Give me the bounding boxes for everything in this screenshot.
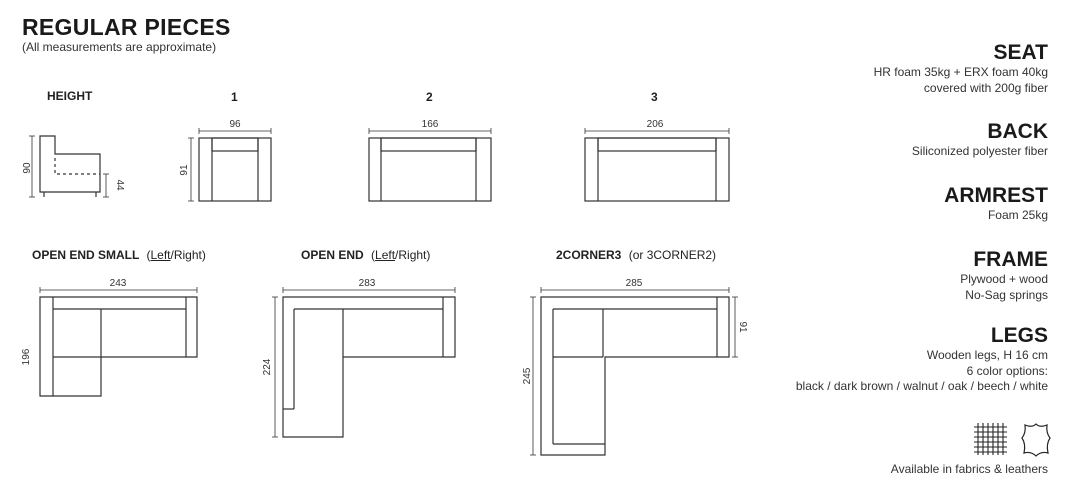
dim-piece-1-width: 96 xyxy=(229,119,241,130)
spec-line: 6 color options: xyxy=(966,363,1048,378)
spec-line: Wooden legs, H 16 cm xyxy=(926,348,1048,362)
spec-heading-seat: SEAT xyxy=(993,41,1048,64)
spec-line: Siliconized polyester fiber xyxy=(911,144,1048,158)
label-open-end: OPEN END (Left/Right) xyxy=(301,248,430,262)
dim-open-end-small-width: 243 xyxy=(110,278,127,289)
dim-corner-arm-depth: 91 xyxy=(737,321,748,333)
spec-back: BACK Siliconized polyester fiber xyxy=(728,120,1048,160)
label-open-end-small: OPEN END SMALL (Left/Right) xyxy=(32,248,206,262)
dim-piece-3-width: 206 xyxy=(647,119,664,130)
piece-3-top-view xyxy=(584,128,730,202)
dim-corner-width: 285 xyxy=(626,278,643,289)
leather-hide-icon xyxy=(1021,423,1051,457)
label-corner: 2CORNER3 (or 3CORNER2) xyxy=(556,248,716,262)
spec-heading-back: BACK xyxy=(987,120,1048,143)
open-end-small-name: OPEN END SMALL xyxy=(32,248,140,262)
open-end-note: (Left/Right) xyxy=(371,248,431,262)
height-profile xyxy=(29,135,109,198)
spec-line: Plywood + wood xyxy=(960,272,1048,286)
label-height: HEIGHT xyxy=(47,89,93,103)
label-piece-2: 2 xyxy=(426,90,433,104)
spec-heading-armrest: ARMREST xyxy=(944,184,1048,207)
piece-1-top-view xyxy=(188,128,272,202)
spec-line: HR foam 35kg + ERX foam 40kg xyxy=(873,65,1048,79)
spec-heading-legs: LEGS xyxy=(990,324,1048,347)
spec-heading-frame: FRAME xyxy=(973,248,1048,271)
open-end-small-top-view xyxy=(39,287,198,397)
spec-legs: LEGS Wooden legs, H 16 cm 6 color option… xyxy=(728,324,1048,395)
dim-piece-1-depth: 91 xyxy=(179,164,190,176)
open-end-name: OPEN END xyxy=(301,248,364,262)
corner-name: 2CORNER3 xyxy=(556,248,622,262)
dim-open-end-depth: 224 xyxy=(262,358,273,375)
spec-line: Foam 25kg xyxy=(987,208,1048,222)
open-end-small-note: (Left/Right) xyxy=(146,248,206,262)
page-title: REGULAR PIECES xyxy=(22,14,231,40)
dim-open-end-width: 283 xyxy=(359,278,376,289)
dim-height-seat: 44 xyxy=(114,179,125,191)
spec-line: No-Sag springs xyxy=(965,287,1048,302)
spec-line: black / dark brown / walnut / oak / beec… xyxy=(795,379,1048,393)
spec-seat: SEAT HR foam 35kg + ERX foam 40kg covere… xyxy=(728,41,1048,96)
label-piece-3: 3 xyxy=(651,90,658,104)
page-subtitle: (All measurements are approximate) xyxy=(22,40,217,54)
dim-height-total: 90 xyxy=(22,162,33,174)
open-end-top-view xyxy=(272,287,456,438)
availability-note: Available in fabrics & leathers xyxy=(890,462,1048,476)
spec-frame: FRAME Plywood + wood No-Sag springs xyxy=(728,248,1048,303)
fabric-swatch-icon xyxy=(974,423,1007,455)
corner-top-view xyxy=(530,287,738,456)
spec-line: covered with 200g fiber xyxy=(923,80,1048,95)
piece-2-top-view xyxy=(368,128,492,202)
dim-piece-2-width: 166 xyxy=(422,119,439,130)
corner-note: (or 3CORNER2) xyxy=(628,248,717,262)
dim-corner-depth: 245 xyxy=(522,367,533,384)
label-piece-1: 1 xyxy=(231,90,238,104)
spec-armrest: ARMREST Foam 25kg xyxy=(728,184,1048,224)
dim-open-end-small-depth: 196 xyxy=(21,348,32,365)
